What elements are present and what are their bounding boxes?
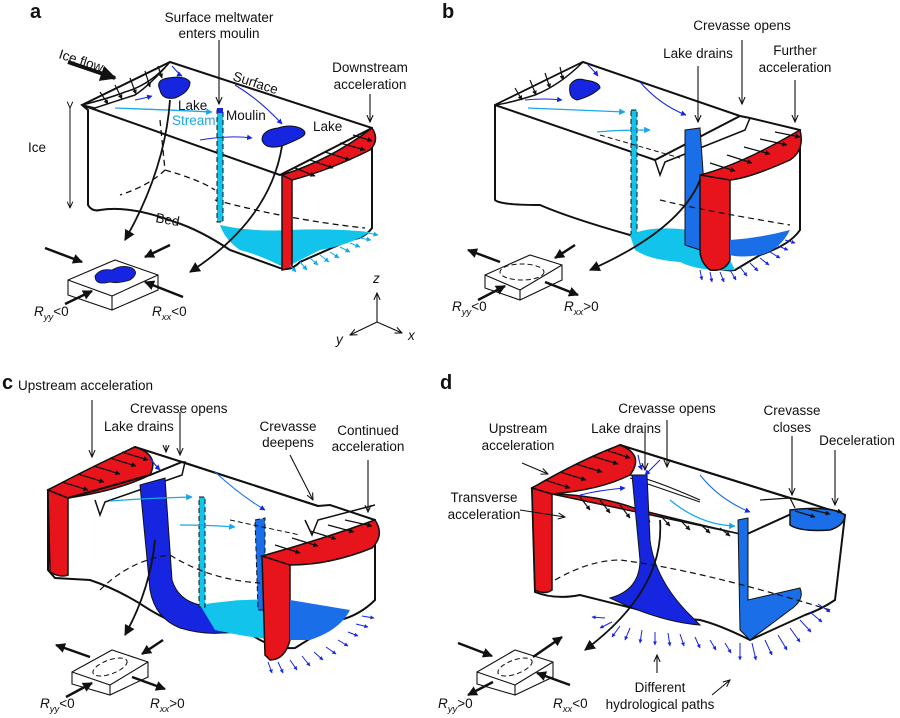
moulin-b	[630, 109, 638, 236]
label-meltwater-1: Surface meltwater	[165, 10, 274, 25]
rxx-label-d: Rxx<0	[553, 696, 588, 715]
downstream-acceleration-face	[281, 170, 293, 271]
ryy-label-c: Ryy<0	[40, 696, 75, 715]
label-further-1: Further	[773, 43, 817, 58]
label-bed: Bed	[154, 210, 180, 229]
label-continued-1: Continued	[337, 423, 399, 438]
stress-cube-d	[457, 635, 571, 697]
deceleration-path-d	[737, 517, 802, 641]
panel-letter-b: b	[442, 1, 454, 23]
rxx-label-b: Rxx>0	[564, 299, 599, 318]
stress-cube-a	[44, 243, 184, 311]
label-continued-2: acceleration	[332, 439, 405, 454]
panel-letter-a: a	[30, 1, 42, 23]
continued-acceleration-face	[261, 555, 291, 661]
label-upstream-c: Upstream acceleration	[18, 378, 153, 393]
upstream-velocity-profile	[81, 61, 171, 109]
moulin-shaft	[216, 109, 224, 223]
label-lake-drains-c: Lake drains	[104, 419, 174, 434]
label-stream: Stream	[172, 113, 216, 128]
label-crevasse-opens-d: Crevasse opens	[618, 401, 716, 416]
label-ice-flow: Ice flow	[57, 47, 105, 75]
lake-upstream	[158, 76, 191, 99]
label-lake-drains-b: Lake drains	[663, 46, 733, 61]
axis-y-label: y	[335, 332, 344, 347]
drainage-acceleration-face-b	[699, 173, 731, 272]
label-upstream-d-1: Upstream	[489, 421, 548, 436]
label-transverse-2: acceleration	[448, 507, 521, 522]
panel-d: d	[438, 372, 895, 715]
label-upstream-d-2: acceleration	[482, 438, 555, 453]
label-downstream-1: Downstream	[332, 60, 408, 75]
axis-z-label: z	[372, 271, 380, 286]
upstream-acceleration-face-d	[531, 486, 553, 594]
panel-letter-d: d	[440, 372, 452, 394]
ryy-label-b: Ryy<0	[452, 299, 487, 318]
label-meltwater-2: enters moulin	[178, 26, 259, 41]
upstream-acceleration-face-c	[47, 488, 69, 577]
ryy-label-a: Ryy<0	[34, 304, 69, 323]
stress-cube-c	[55, 638, 166, 699]
stress-cube-b	[467, 243, 579, 302]
label-ice: Ice	[28, 140, 46, 155]
label-closes-2: closes	[773, 420, 812, 435]
lake-downstream	[261, 125, 306, 148]
moulin-c	[198, 496, 206, 608]
rxx-label-a: Rxx<0	[152, 304, 187, 323]
downstream-velocity-profile	[280, 126, 377, 181]
label-lake-2: Lake	[313, 119, 342, 134]
lake-drainage-d	[608, 474, 702, 626]
rxx-label-c: Rxx>0	[150, 696, 185, 715]
label-deceleration: Deceleration	[819, 433, 895, 448]
label-lake-drains-d: Lake drains	[591, 421, 661, 436]
label-transverse-1: Transverse	[450, 490, 517, 505]
panel-c: c	[2, 372, 404, 715]
axis-x-label: x	[407, 328, 416, 343]
label-downstream-2: acceleration	[334, 77, 407, 92]
label-crevasse-opens-b: Crevasse opens	[693, 18, 791, 33]
label-lake-1: Lake	[178, 98, 207, 113]
panel-b: b	[442, 1, 831, 318]
label-moulin: Moulin	[226, 108, 266, 123]
label-hydro-2: hydrological paths	[606, 697, 715, 712]
label-deepens-1: Crevasse	[259, 419, 316, 434]
label-further-2: acceleration	[759, 60, 832, 75]
ryy-label-d: Ryy>0	[438, 696, 473, 715]
label-deepens-2: deepens	[262, 435, 314, 450]
ice-flow-arrow	[67, 60, 117, 81]
subglacial-water	[220, 225, 370, 268]
coordinate-axes	[350, 293, 402, 335]
label-hydro-1: Different	[635, 680, 686, 695]
label-closes-1: Crevasse	[763, 403, 820, 418]
lake-b	[569, 78, 601, 101]
label-crevasse-opens-c: Crevasse opens	[130, 401, 228, 416]
panel-letter-c: c	[2, 372, 13, 394]
panel-a: a	[28, 1, 416, 347]
